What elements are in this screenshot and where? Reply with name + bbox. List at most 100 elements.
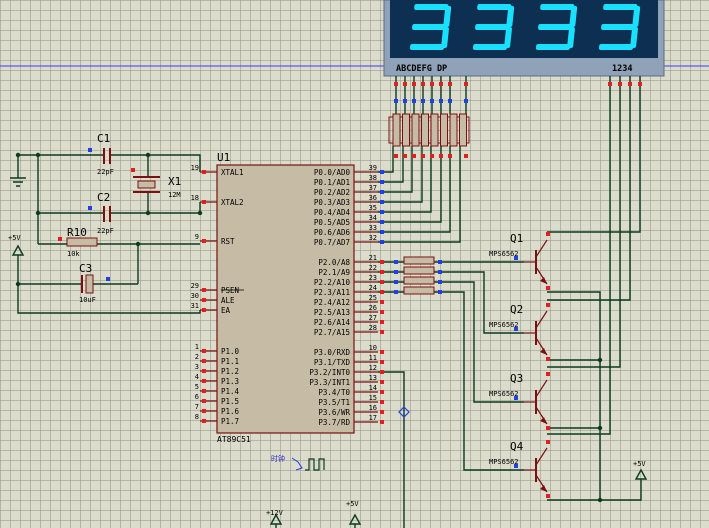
crystal-x1[interactable]: X1 12M — [133, 175, 181, 199]
marker-mcu-l-3 — [202, 288, 206, 292]
mcu-pin-name-25: P2.4/A12 — [314, 298, 350, 307]
wire-18 — [378, 146, 413, 193]
marker-mcu-r-17 — [380, 360, 384, 364]
marker-mcu-r-19 — [380, 380, 384, 384]
rpack8-resistor-2 — [402, 113, 410, 147]
marker-p2b-1 — [438, 270, 442, 274]
marker-seg-b-3 — [421, 99, 425, 103]
marker-mcu-r-9 — [380, 270, 384, 274]
vcc-right-label: +5V — [633, 460, 646, 468]
marker-mcu-l-11 — [202, 399, 206, 403]
junction-dot-8 — [597, 357, 603, 363]
marker-mcu-r-4 — [380, 210, 384, 214]
marker-seg-r-7 — [464, 82, 468, 86]
marker-q-b-1 — [514, 327, 518, 331]
pin-markers — [58, 82, 642, 498]
marker-seg-b-1 — [403, 99, 407, 103]
transistor-emitter-arrow-icon — [540, 348, 547, 355]
r10-body — [66, 237, 98, 247]
common-pin-label: 1234 — [612, 64, 632, 74]
marker-mcu-l-4 — [202, 298, 206, 302]
marker-q-e-0 — [546, 286, 550, 290]
marker-mcu-r-11 — [380, 290, 384, 294]
wire-42 — [547, 76, 621, 368]
digit-4-segment-g — [601, 24, 636, 30]
marker-mcu-r-21 — [380, 400, 384, 404]
wire-37 — [434, 271, 524, 334]
marker-pk-r-7 — [464, 154, 468, 158]
resistor-pack-4[interactable] — [403, 256, 435, 295]
power-terminal-bottom[interactable]: +5V — [346, 500, 362, 525]
capacitor-c2[interactable]: C2 22pF — [97, 191, 114, 235]
mcu-pin-name-33: P0.6/AD6 — [314, 228, 351, 237]
mcu-pin-number-11: 11 — [369, 354, 377, 362]
junction-dot-1 — [35, 152, 41, 158]
mcu-pin-name-27: P2.6/A14 — [314, 318, 351, 327]
mcu-pin-number-8: 8 — [195, 413, 199, 421]
probe-marker-icon — [398, 406, 410, 418]
marker-mcu-l-0 — [202, 170, 206, 174]
mcu-pin-number-26: 26 — [369, 304, 377, 312]
mcu-pin-number-9: 9 — [195, 233, 199, 241]
rpack8-resistor-4 — [421, 113, 429, 147]
mcu-pin-name-16: P3.6/WR — [318, 408, 350, 417]
digit-2-segment-a — [477, 4, 512, 10]
transistor-part-q1: MPS6562 — [489, 250, 519, 258]
mcu-pin-name-11: P3.1/TXD — [314, 358, 351, 367]
mcu-pin-name-36: P0.3/AD3 — [314, 198, 350, 207]
v12-arrow — [269, 513, 283, 525]
marker-mcu-r-13 — [380, 310, 384, 314]
junction-dot-4 — [145, 210, 151, 216]
c3-plate-b — [85, 274, 94, 294]
capacitor-c3[interactable]: C3 10uF — [79, 262, 96, 304]
mcu-pin-name-31: EA — [221, 306, 231, 315]
mcu-pin-name-10: P3.0/RXD — [314, 348, 351, 357]
mcu-pin-name-38: P0.1/AD1 — [314, 178, 350, 187]
transistor-emitter-arrow-icon — [540, 417, 547, 424]
marker-seg-r-1 — [403, 82, 407, 86]
marker-mcu-l-5 — [202, 308, 206, 312]
marker-mcu-r-1 — [380, 180, 384, 184]
transistor-part-q4: MPS6562 — [489, 458, 519, 466]
mcu-pin-number-19: 19 — [191, 164, 199, 172]
mcu-pin-number-22: 22 — [369, 264, 377, 272]
mcu-pin-name-17: P3.7/RD — [318, 418, 350, 427]
marker-x1 — [131, 168, 135, 172]
seven-segment-display[interactable]: ABCDEFG DP 1234 — [383, 0, 665, 77]
clock-label: 时钟 — [271, 454, 285, 463]
mcu-pin-number-31: 31 — [191, 302, 199, 310]
transistor-emitter-arrow-icon — [540, 485, 547, 492]
marker-mcu-r-15 — [380, 330, 384, 334]
transistor-ref-q3: Q3 — [510, 372, 523, 385]
power-terminal-left[interactable]: +5V — [8, 234, 25, 256]
marker-r10 — [58, 237, 62, 241]
mcu-pin-number-7: 7 — [195, 403, 199, 411]
power-terminal-right[interactable]: +5V — [633, 460, 648, 480]
mcu-pin-name-2: P1.1 — [221, 357, 239, 366]
mcu-pin-name-28: P2.7/A15 — [314, 328, 350, 337]
wire-3 — [110, 154, 149, 177]
resistor-pack-8[interactable] — [388, 113, 470, 147]
mcu-pin-name-15: P3.5/T1 — [318, 398, 350, 407]
transistor-emitter-arrow-icon — [540, 277, 547, 284]
wire-20 — [378, 146, 432, 213]
capacitor-c1[interactable]: C1 22pF — [97, 132, 114, 176]
marker-seg-b-4 — [430, 99, 434, 103]
c2-value: 22pF — [97, 227, 114, 235]
resistor-r10[interactable]: R10 10k — [66, 226, 98, 258]
power-terminal-12v[interactable]: +12V — [266, 509, 284, 525]
junction-dot-7 — [15, 281, 21, 287]
rpack8-resistor-8 — [459, 113, 467, 147]
marker-p2-3 — [394, 290, 398, 294]
segment-pin-label: ABCDEFG DP — [396, 64, 447, 74]
clock-source[interactable]: 时钟 — [271, 454, 325, 471]
mcu-pin-name-1: P1.0 — [221, 347, 240, 356]
ground-symbol[interactable] — [10, 177, 26, 187]
